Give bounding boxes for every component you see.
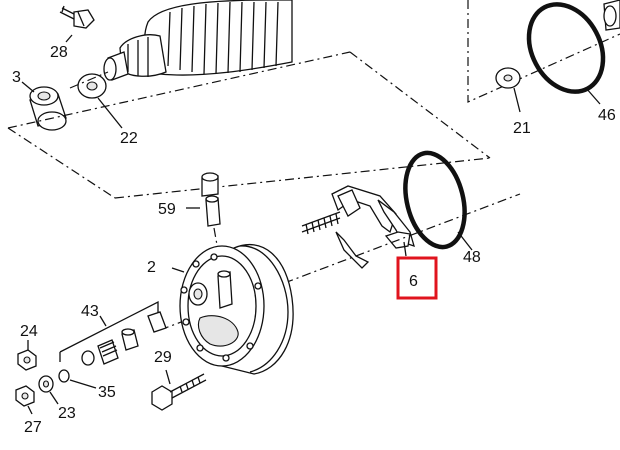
part-24-nut xyxy=(17,340,37,371)
part-2-end-housing xyxy=(171,243,294,375)
part-28-screw xyxy=(59,5,95,43)
callout-46: 46 xyxy=(598,107,616,124)
part-59-pin xyxy=(186,172,221,263)
part-21-washer xyxy=(495,67,521,113)
part-43-brush-kit xyxy=(59,300,167,366)
part-3-bushing xyxy=(21,81,67,131)
part-29-bolt xyxy=(151,369,207,411)
callout-28: 28 xyxy=(50,44,68,61)
part-48-o-ring xyxy=(403,150,473,251)
callout-29: 29 xyxy=(154,349,172,366)
part-6-bracket xyxy=(301,185,415,269)
callout-3: 3 xyxy=(12,69,21,86)
callout-24: 24 xyxy=(20,323,38,340)
callout-43: 43 xyxy=(81,303,99,320)
callout-21: 21 xyxy=(513,120,531,137)
part-22-washer xyxy=(77,73,123,129)
callout-6-highlight-box xyxy=(396,256,438,300)
callout-22: 22 xyxy=(120,130,138,147)
callout-27: 27 xyxy=(24,419,42,436)
part-35-washer xyxy=(58,369,97,389)
callout-48: 48 xyxy=(463,249,481,266)
armature-part xyxy=(103,0,293,81)
part-23-washer xyxy=(38,375,59,405)
callout-6: 6 xyxy=(409,273,418,290)
part-46-o-ring xyxy=(526,0,620,105)
part-27-nut xyxy=(15,385,35,415)
callout-35: 35 xyxy=(98,384,116,401)
callout-2: 2 xyxy=(147,259,156,276)
explode-boundary xyxy=(7,0,620,199)
callout-23: 23 xyxy=(58,405,76,422)
callout-59: 59 xyxy=(158,201,176,218)
